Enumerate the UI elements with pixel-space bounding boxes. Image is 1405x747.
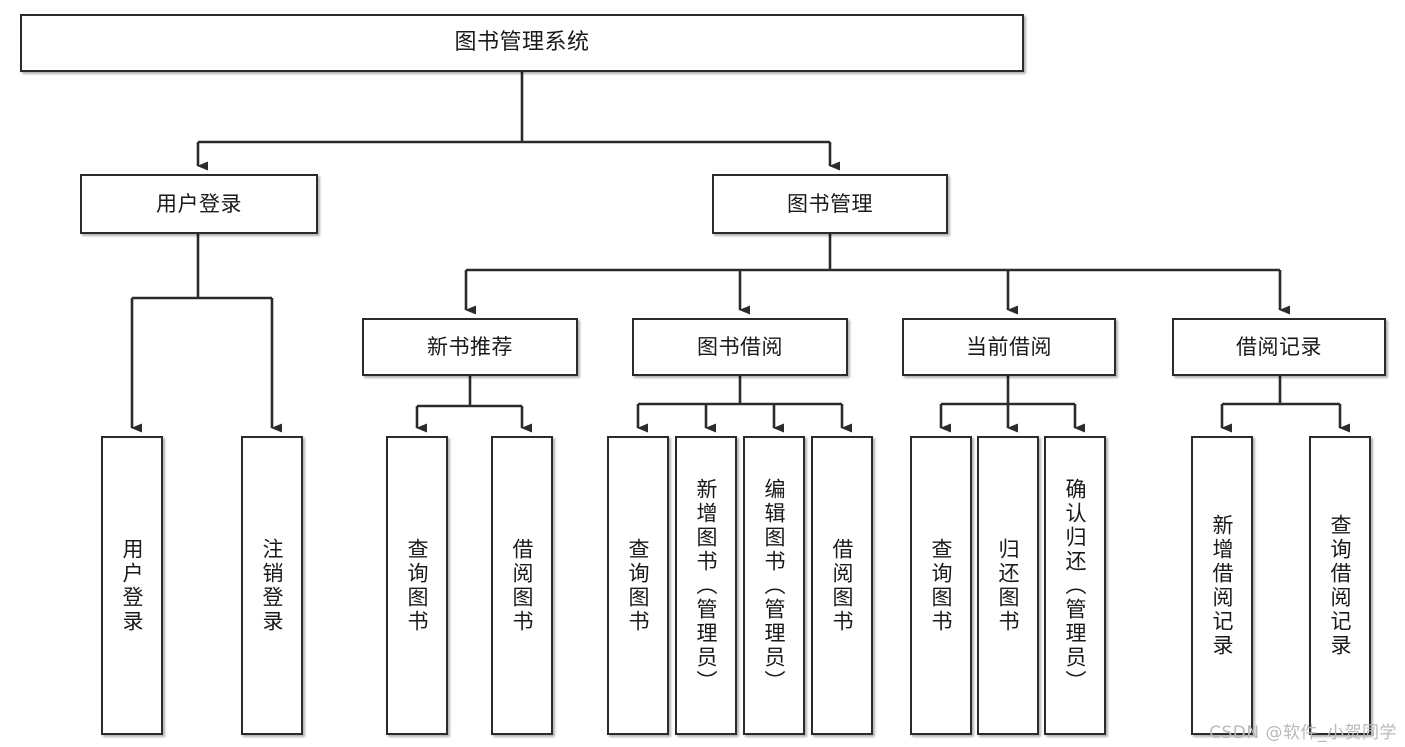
node-label: 查询借阅记录 (1328, 513, 1353, 658)
node-leaf-add-record[interactable]: 新增借阅记录 (1191, 436, 1253, 735)
node-label: 确认归还（管理员） (1063, 477, 1088, 694)
node-borrow-record[interactable]: 借阅记录 (1172, 318, 1386, 376)
node-label: 用户登录 (120, 537, 145, 634)
node-leaf-logout-login[interactable]: 注销登录 (241, 436, 303, 735)
node-label: 新书推荐 (427, 334, 513, 359)
node-book-borrow[interactable]: 图书借阅 (632, 318, 848, 376)
node-label: 用户登录 (156, 191, 242, 216)
node-label: 新增借阅记录 (1210, 513, 1235, 658)
node-label: 当前借阅 (966, 334, 1052, 359)
node-leaf-confirm-return[interactable]: 确认归还（管理员） (1044, 436, 1106, 735)
node-leaf-borrow-book-1[interactable]: 借阅图书 (491, 436, 553, 735)
node-label: 注销登录 (260, 537, 285, 634)
node-book-management[interactable]: 图书管理 (712, 174, 948, 234)
node-label: 借阅记录 (1236, 334, 1322, 359)
node-leaf-edit-book[interactable]: 编辑图书（管理员） (743, 436, 805, 735)
node-leaf-add-book[interactable]: 新增图书（管理员） (675, 436, 737, 735)
node-label: 编辑图书（管理员） (762, 477, 787, 694)
node-new-book-recommend[interactable]: 新书推荐 (362, 318, 578, 376)
node-label: 图书借阅 (697, 334, 783, 359)
node-label: 图书管理 (787, 191, 873, 216)
node-leaf-query-book-3[interactable]: 查询图书 (910, 436, 972, 735)
node-leaf-borrow-book-2[interactable]: 借阅图书 (811, 436, 873, 735)
node-label: 查询图书 (405, 537, 430, 634)
node-label: 借阅图书 (510, 537, 535, 634)
node-leaf-query-book-2[interactable]: 查询图书 (607, 436, 669, 735)
node-leaf-user-login[interactable]: 用户登录 (101, 436, 163, 735)
node-label: 归还图书 (996, 537, 1021, 634)
node-label: 借阅图书 (830, 537, 855, 634)
node-root-book-management-system[interactable]: 图书管理系统 (20, 14, 1024, 72)
node-label: 图书管理系统 (454, 30, 590, 56)
node-user-login[interactable]: 用户登录 (80, 174, 318, 234)
node-leaf-query-book-1[interactable]: 查询图书 (386, 436, 448, 735)
node-label: 查询图书 (929, 537, 954, 634)
node-current-borrow[interactable]: 当前借阅 (902, 318, 1116, 376)
csdn-watermark: CSDN @软件_小贺同学 (1209, 723, 1397, 743)
node-leaf-return-book[interactable]: 归还图书 (977, 436, 1039, 735)
node-label: 查询图书 (626, 537, 651, 634)
node-label: 新增图书（管理员） (694, 477, 719, 694)
node-leaf-query-record[interactable]: 查询借阅记录 (1309, 436, 1371, 735)
